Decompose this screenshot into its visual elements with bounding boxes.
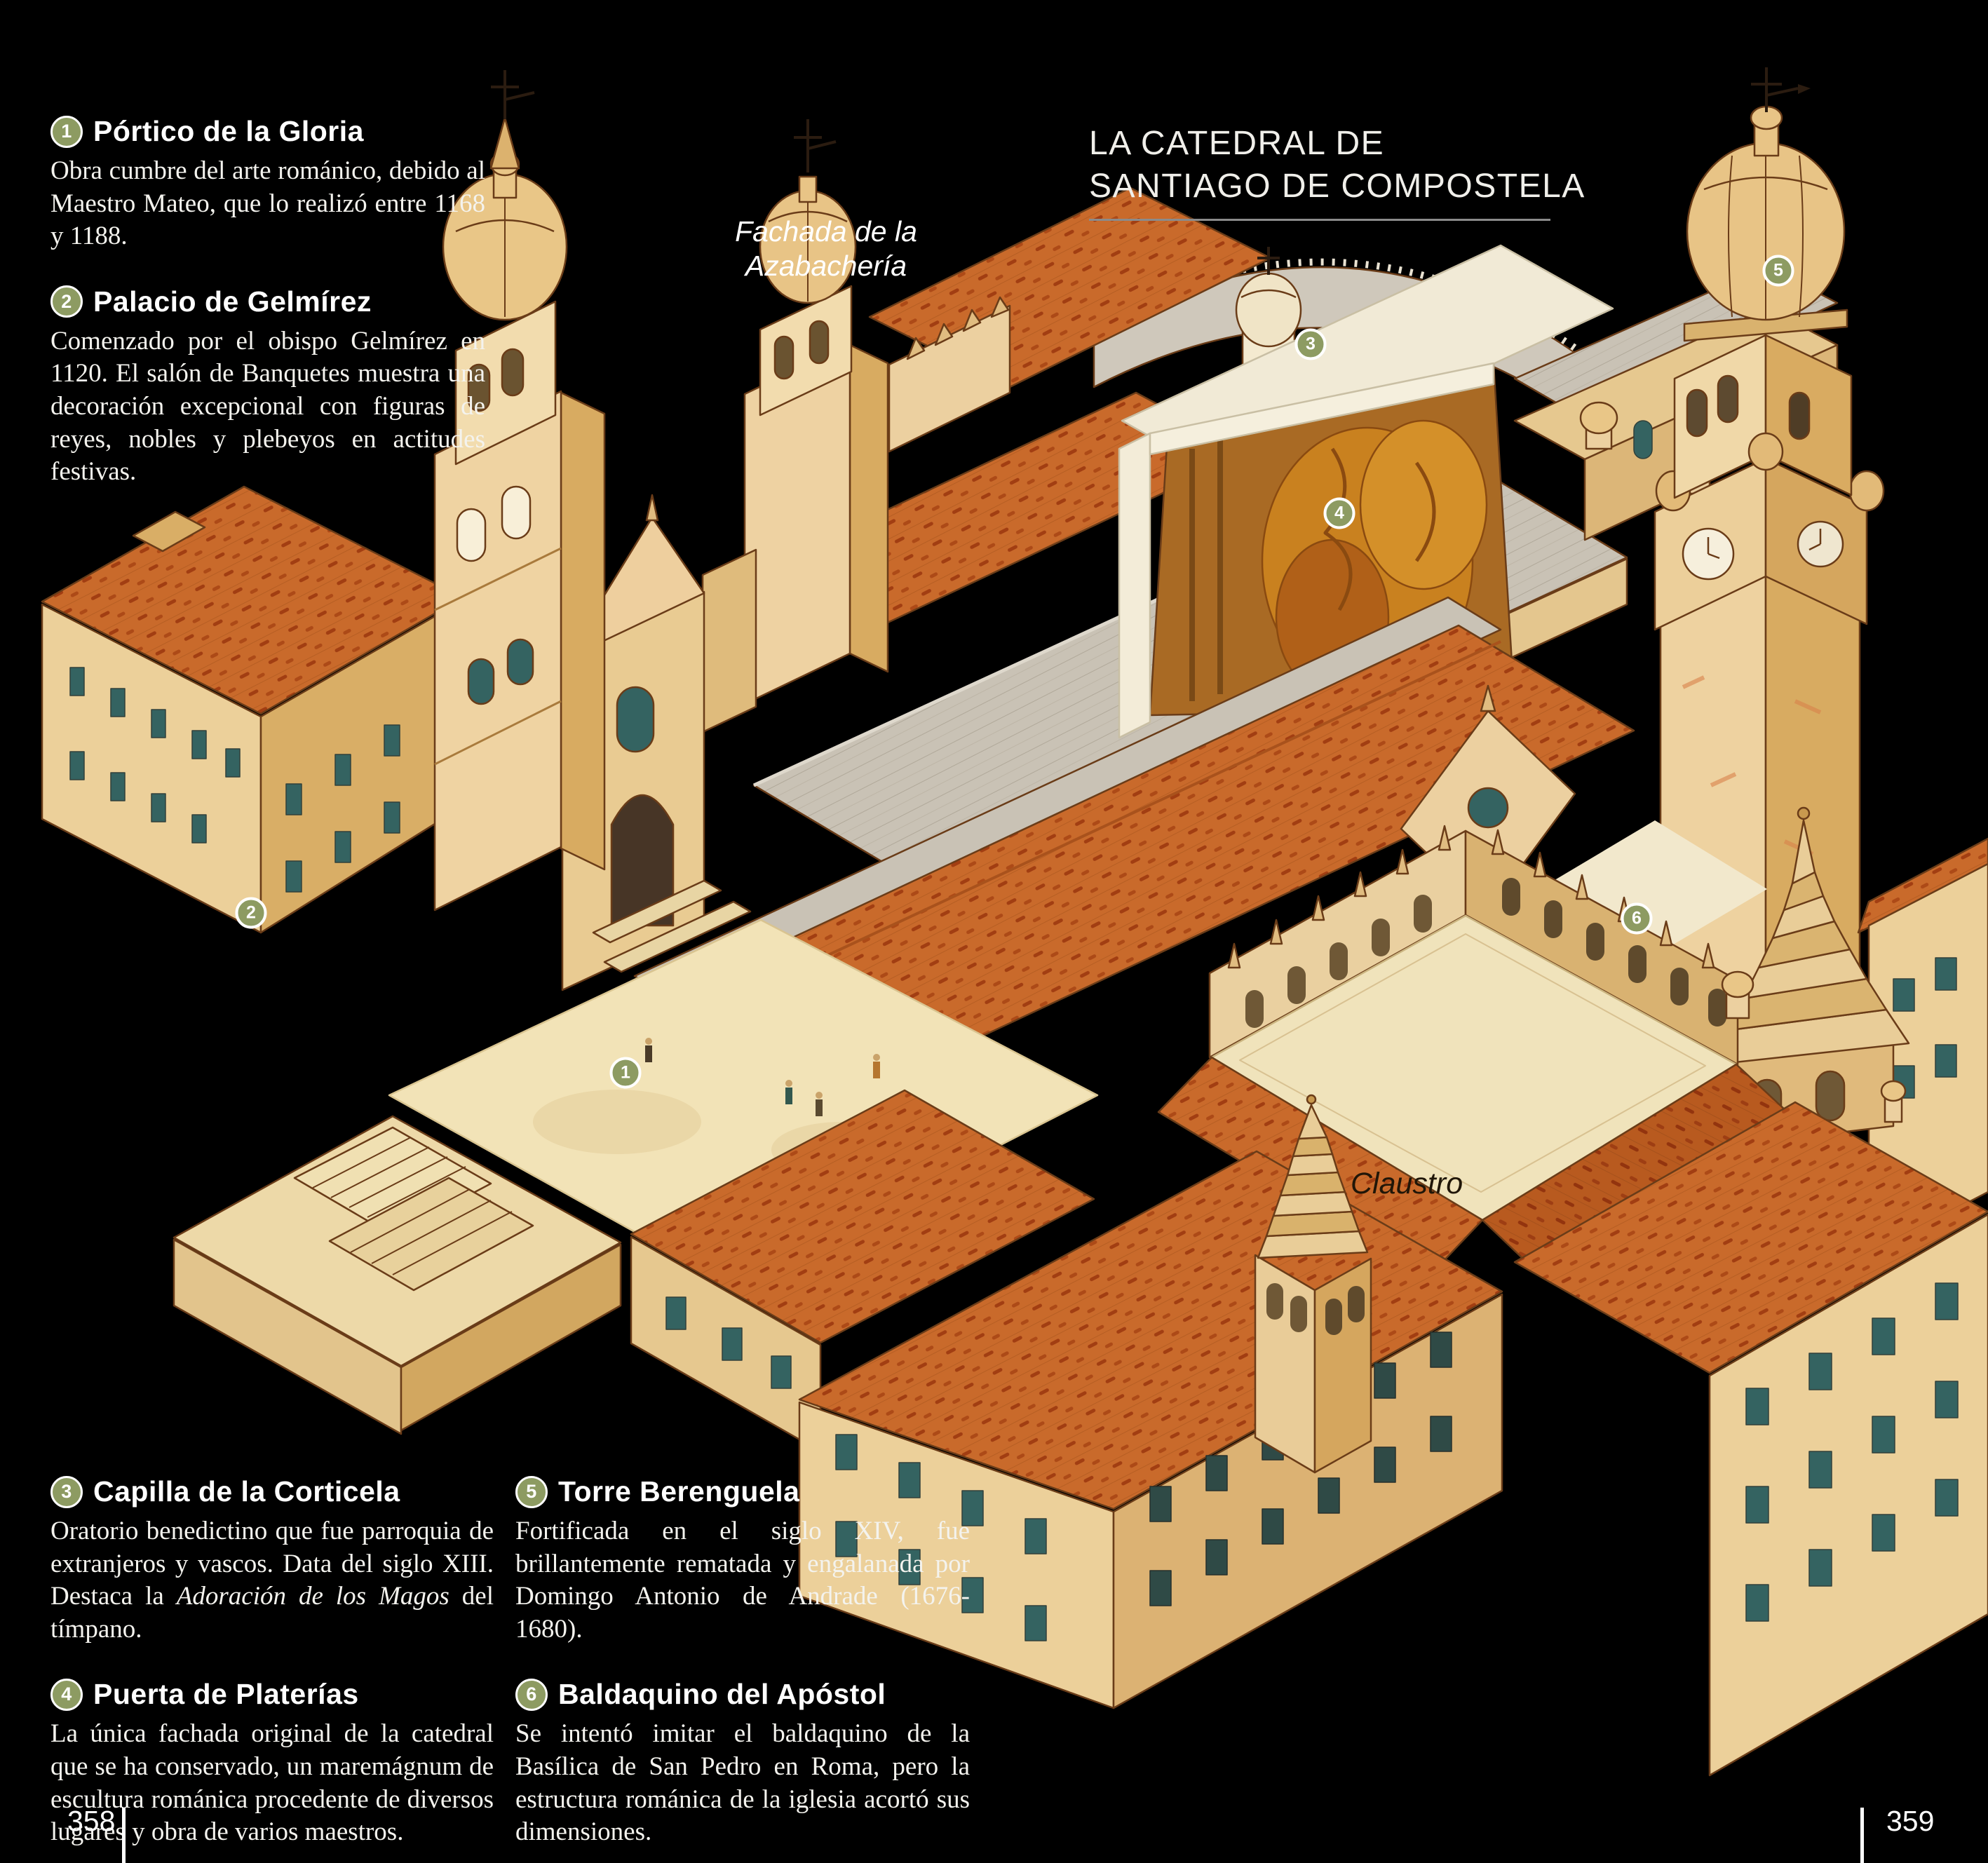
page-number-left: 358 — [67, 1805, 116, 1837]
illustration-marker-1: 1 — [609, 1057, 642, 1089]
page-title: LA CATEDRAL DE SANTIAGO DE COMPOSTELA — [1089, 122, 1585, 221]
label-fachada-azabacheria: Fachada de la Azabachería — [735, 215, 917, 282]
callout-corticela-heading: 3 Capilla de la Corticela — [50, 1475, 494, 1508]
badge-6: 6 — [515, 1678, 548, 1711]
title-rule — [1089, 219, 1550, 221]
illustration-marker-5: 5 — [1762, 255, 1794, 287]
page-number-right: 359 — [1886, 1805, 1935, 1837]
west-facade — [433, 70, 781, 1003]
callout-palacio: 2 Palacio de Gelmírez Comenzado por el o… — [50, 285, 485, 489]
callout-berenguela-heading: 5 Torre Berenguela — [515, 1475, 970, 1508]
monastery-buildings — [630, 1080, 1988, 1777]
label-claustro: Claustro — [1351, 1167, 1463, 1200]
callout-berenguela-body: Fortificada en el siglo XIV, fue brillan… — [515, 1517, 970, 1644]
callout-platerias-heading: 4 Puerta de Platerías — [50, 1678, 494, 1711]
badge-2: 2 — [50, 285, 83, 318]
callout-portico: 1 Pórtico de la Gloria Obra cumbre del a… — [50, 115, 485, 253]
callout-corticela: 3 Capilla de la Corticela Oratorio bened… — [50, 1475, 494, 1646]
berenguela-tower — [1654, 67, 1885, 1056]
badge-4: 4 — [50, 1678, 83, 1711]
cloister-corner-tower — [1254, 1094, 1372, 1474]
callout-corticela-body: Oratorio benedictino que fue parroquia d… — [50, 1517, 494, 1644]
callout-baldaquino-body: Se intentó imitar el baldaquino de la Ba… — [515, 1719, 970, 1847]
callout-palacio-heading: 2 Palacio de Gelmírez — [50, 285, 485, 318]
callout-berenguela-title: Torre Berenguela — [558, 1475, 800, 1508]
callout-baldaquino-heading: 6 Baldaquino del Apóstol — [515, 1678, 970, 1711]
callout-platerias-title: Puerta de Platerías — [93, 1678, 359, 1711]
illustration-marker-3: 3 — [1294, 328, 1327, 360]
palacio-gelmirez — [41, 485, 464, 934]
illustration-marker-2: 2 — [235, 897, 267, 929]
callout-baldaquino-title: Baldaquino del Apóstol — [558, 1678, 886, 1711]
east-building — [1857, 837, 1988, 1255]
callout-portico-body: Obra cumbre del arte románico, debido al… — [50, 156, 485, 251]
column-bottom-right: 5 Torre Berenguela Fortificada en el sig… — [515, 1475, 970, 1863]
callout-platerias-body: La única fachada original de la catedral… — [50, 1719, 494, 1847]
badge-3: 3 — [50, 1475, 83, 1508]
azabacheria-facade — [743, 119, 1272, 705]
callout-baldaquino: 6 Baldaquino del Apóstol Se intentó imit… — [515, 1678, 970, 1848]
callout-portico-heading: 1 Pórtico de la Gloria — [50, 115, 485, 148]
callout-palacio-body: Comenzado por el obispo Gelmírez en 1120… — [50, 326, 485, 487]
page-title-line1: LA CATEDRAL DE — [1089, 125, 1385, 162]
callout-berenguela: 5 Torre Berenguela Fortificada en el sig… — [515, 1475, 970, 1646]
illustration-marker-6: 6 — [1621, 902, 1653, 935]
callout-palacio-title: Palacio de Gelmírez — [93, 285, 372, 318]
callout-platerias: 4 Puerta de Platerías La única fachada o… — [50, 1678, 494, 1848]
grand-staircase — [173, 1115, 622, 1435]
page-title-line2: SANTIAGO DE COMPOSTELA — [1089, 168, 1585, 205]
column-top-left: 1 Pórtico de la Gloria Obra cumbre del a… — [50, 115, 485, 521]
badge-5: 5 — [515, 1475, 548, 1508]
callout-portico-title: Pórtico de la Gloria — [93, 115, 364, 147]
page-bar-left — [122, 1808, 126, 1863]
page-bar-right — [1860, 1808, 1864, 1863]
badge-1: 1 — [50, 115, 83, 148]
illustration-marker-4: 4 — [1323, 497, 1355, 529]
callout-corticela-title: Capilla de la Corticela — [93, 1475, 400, 1508]
column-bottom-left: 3 Capilla de la Corticela Oratorio bened… — [50, 1475, 494, 1863]
